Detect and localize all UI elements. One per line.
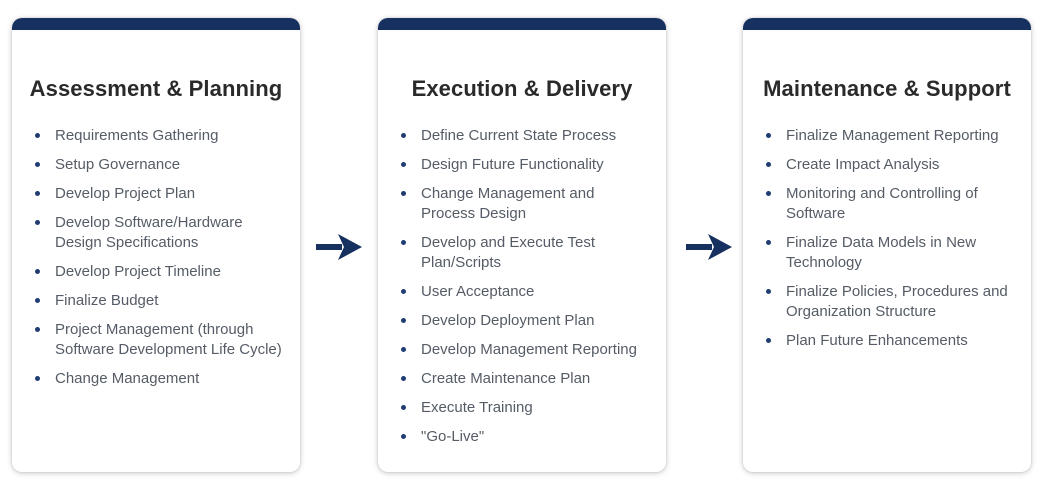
list-item: Execute Training	[400, 398, 652, 418]
phase-task-list: Define Current State Process Design Futu…	[400, 126, 652, 456]
list-item: Requirements Gathering	[34, 126, 286, 146]
list-item: Create Maintenance Plan	[400, 369, 652, 389]
phase-task-list: Requirements Gathering Setup Governance …	[34, 126, 286, 398]
phase-title: Assessment & Planning	[29, 76, 283, 101]
arrow-right-icon	[316, 234, 362, 260]
list-item: Finalize Policies, Procedures and Organi…	[765, 282, 1017, 322]
phase-card-execution-delivery: Execution & Delivery Define Current Stat…	[378, 18, 666, 472]
list-item: Change Management and Process Design	[400, 184, 652, 224]
list-item: Design Future Functionality	[400, 155, 652, 175]
list-item: Finalize Management Reporting	[765, 126, 1017, 146]
list-item: Monitoring and Controlling of Software	[765, 184, 1017, 224]
phase-title: Maintenance & Support	[763, 76, 1011, 101]
arrow-right-icon	[686, 234, 732, 260]
card-header-bar	[743, 18, 1031, 30]
list-item: Finalize Data Models in New Technology	[765, 233, 1017, 273]
list-item: Finalize Budget	[34, 291, 286, 311]
list-item: Develop Project Timeline	[34, 262, 286, 282]
list-item: Develop and Execute Test Plan/Scripts	[400, 233, 652, 273]
list-item: Project Management (through Software Dev…	[34, 320, 286, 360]
list-item: Plan Future Enhancements	[765, 331, 1017, 351]
phase-card-maintenance-support: Maintenance & Support Finalize Managemen…	[743, 18, 1031, 472]
phase-title: Execution & Delivery	[411, 76, 633, 101]
list-item: Develop Management Reporting	[400, 340, 652, 360]
phase-task-list: Finalize Management Reporting Create Imp…	[765, 126, 1017, 360]
card-header-bar	[378, 18, 666, 30]
list-item: Setup Governance	[34, 155, 286, 175]
list-item: User Acceptance	[400, 282, 652, 302]
list-item: Develop Project Plan	[34, 184, 286, 204]
card-header-bar	[12, 18, 300, 30]
list-item: "Go-Live"	[400, 427, 652, 447]
list-item: Develop Deployment Plan	[400, 311, 652, 331]
list-item: Develop Software/Hardware Design Specifi…	[34, 213, 286, 253]
list-item: Define Current State Process	[400, 126, 652, 146]
list-item: Change Management	[34, 369, 286, 389]
phase-card-assessment-planning: Assessment & Planning Requirements Gathe…	[12, 18, 300, 472]
list-item: Create Impact Analysis	[765, 155, 1017, 175]
